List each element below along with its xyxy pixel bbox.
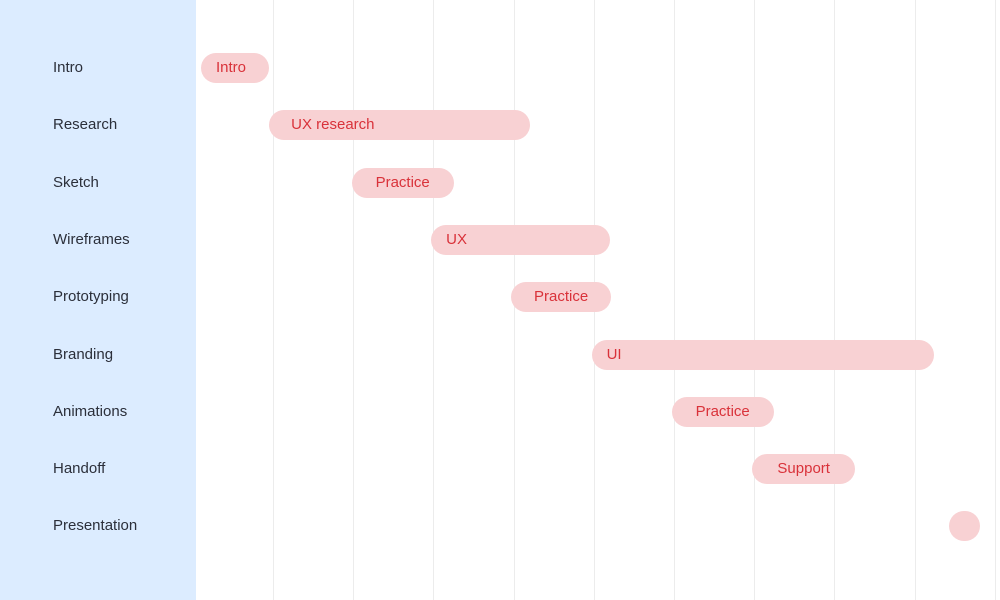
task-bar-label: UX research [291, 116, 375, 134]
task-bar-label: UX [446, 230, 468, 248]
grid-line [433, 0, 435, 600]
task-bar[interactable]: UX [431, 224, 611, 255]
row-label: Handoff [53, 460, 106, 478]
task-bar[interactable]: UI [591, 339, 935, 370]
row-label: Presentation [53, 517, 138, 535]
grid-line [674, 0, 675, 600]
task-bar-label: UI [606, 345, 622, 363]
grid-line [353, 0, 355, 600]
task-bar-label: Intro [216, 59, 247, 76]
task-bar[interactable]: Practice [511, 282, 611, 313]
row-label-sidebar [0, 0, 196, 600]
task-bar[interactable] [949, 511, 980, 542]
grid-line [994, 0, 996, 600]
task-bar[interactable]: Practice [671, 396, 774, 427]
task-bar[interactable]: Support [751, 454, 856, 485]
task-bar[interactable]: UX research [269, 110, 530, 141]
grid-line [914, 0, 916, 600]
row-label: Wireframes [53, 230, 130, 248]
task-bar-label: Practice [533, 288, 589, 306]
task-bar-label: Practice [695, 402, 750, 420]
task-bar-label: Practice [375, 173, 430, 191]
row-label: Animations [53, 402, 128, 420]
row-label: Sketch [53, 173, 99, 191]
row-label: Research [53, 116, 118, 134]
row-label: Prototyping [53, 288, 129, 306]
row-label: Intro [53, 59, 84, 76]
task-bar-label: Support [777, 460, 830, 478]
task-bar[interactable]: Intro [201, 53, 270, 83]
grid-line [273, 0, 274, 600]
task-bar[interactable]: Practice [351, 167, 454, 198]
grid-line [834, 0, 836, 600]
grid-line [754, 0, 756, 600]
row-label: Branding [53, 345, 114, 363]
